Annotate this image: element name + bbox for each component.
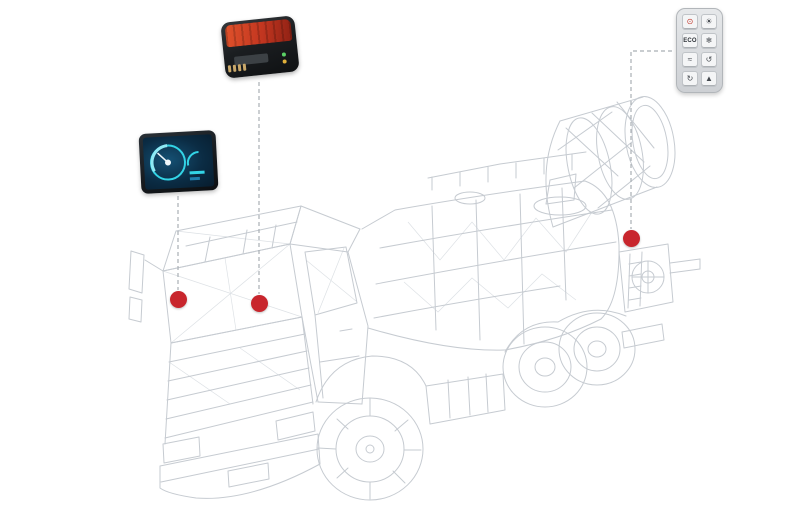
keypad-device: ⊙☀ECO❄≈↺↻▲: [676, 8, 723, 93]
fan-icon: ❄: [701, 33, 717, 49]
raise-icon: ▲: [701, 71, 717, 87]
light-icon: ☀: [701, 14, 717, 30]
display-device: [138, 130, 219, 194]
hotspot-marker-keypad[interactable]: [622, 229, 640, 247]
spray-icon: ≈: [682, 52, 698, 68]
leader-line-keypad: [630, 50, 672, 229]
truck-outline: [128, 96, 701, 501]
status-led-icon: [281, 52, 287, 57]
display-screen: [142, 134, 215, 190]
hotspot-marker-display[interactable]: [169, 290, 187, 308]
controller-device: [220, 15, 300, 79]
warning-led-icon: [282, 59, 287, 64]
power-icon: ⊙: [682, 14, 698, 30]
controller-heatsink: [224, 18, 293, 48]
controller-connector: [227, 63, 247, 73]
rotate-left-icon: ↺: [701, 52, 717, 68]
keypad-button-grid: ⊙☀ECO❄≈↺↻▲: [682, 14, 717, 87]
rotate-right-icon: ↻: [682, 71, 698, 87]
hotspot-marker-controller[interactable]: [250, 294, 268, 312]
gauge-graphic: [150, 144, 205, 181]
eco-button: ECO: [682, 33, 698, 49]
